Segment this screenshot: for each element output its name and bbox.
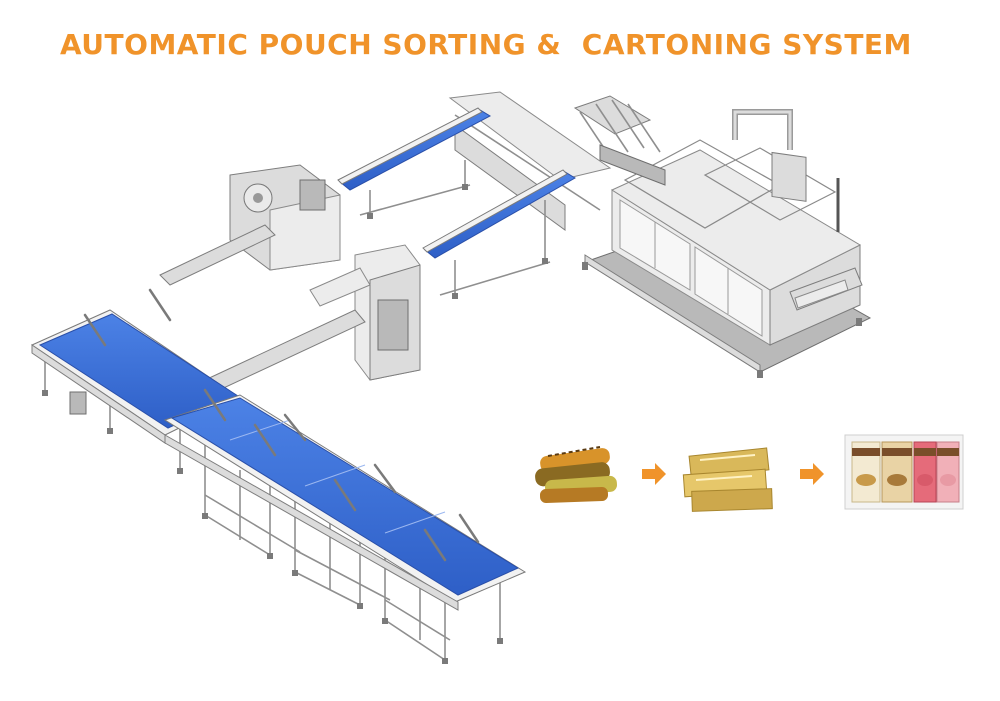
- golden-pouches-icon: [682, 447, 773, 512]
- page-title: AUTOMATIC POUCH SORTING & CARTONING SYST…: [60, 28, 912, 61]
- flow-wrapping-machines: [159, 164, 421, 393]
- arrow-right-icon: [642, 463, 666, 485]
- upper-feed-conveyors: [337, 91, 612, 299]
- arrow-right-icon: [800, 463, 824, 485]
- cartoning-machine: [573, 95, 872, 378]
- snack-bars-icon: [535, 446, 617, 504]
- carton-boxes-icon: [844, 434, 964, 510]
- sorting-conveyor: [30, 288, 527, 664]
